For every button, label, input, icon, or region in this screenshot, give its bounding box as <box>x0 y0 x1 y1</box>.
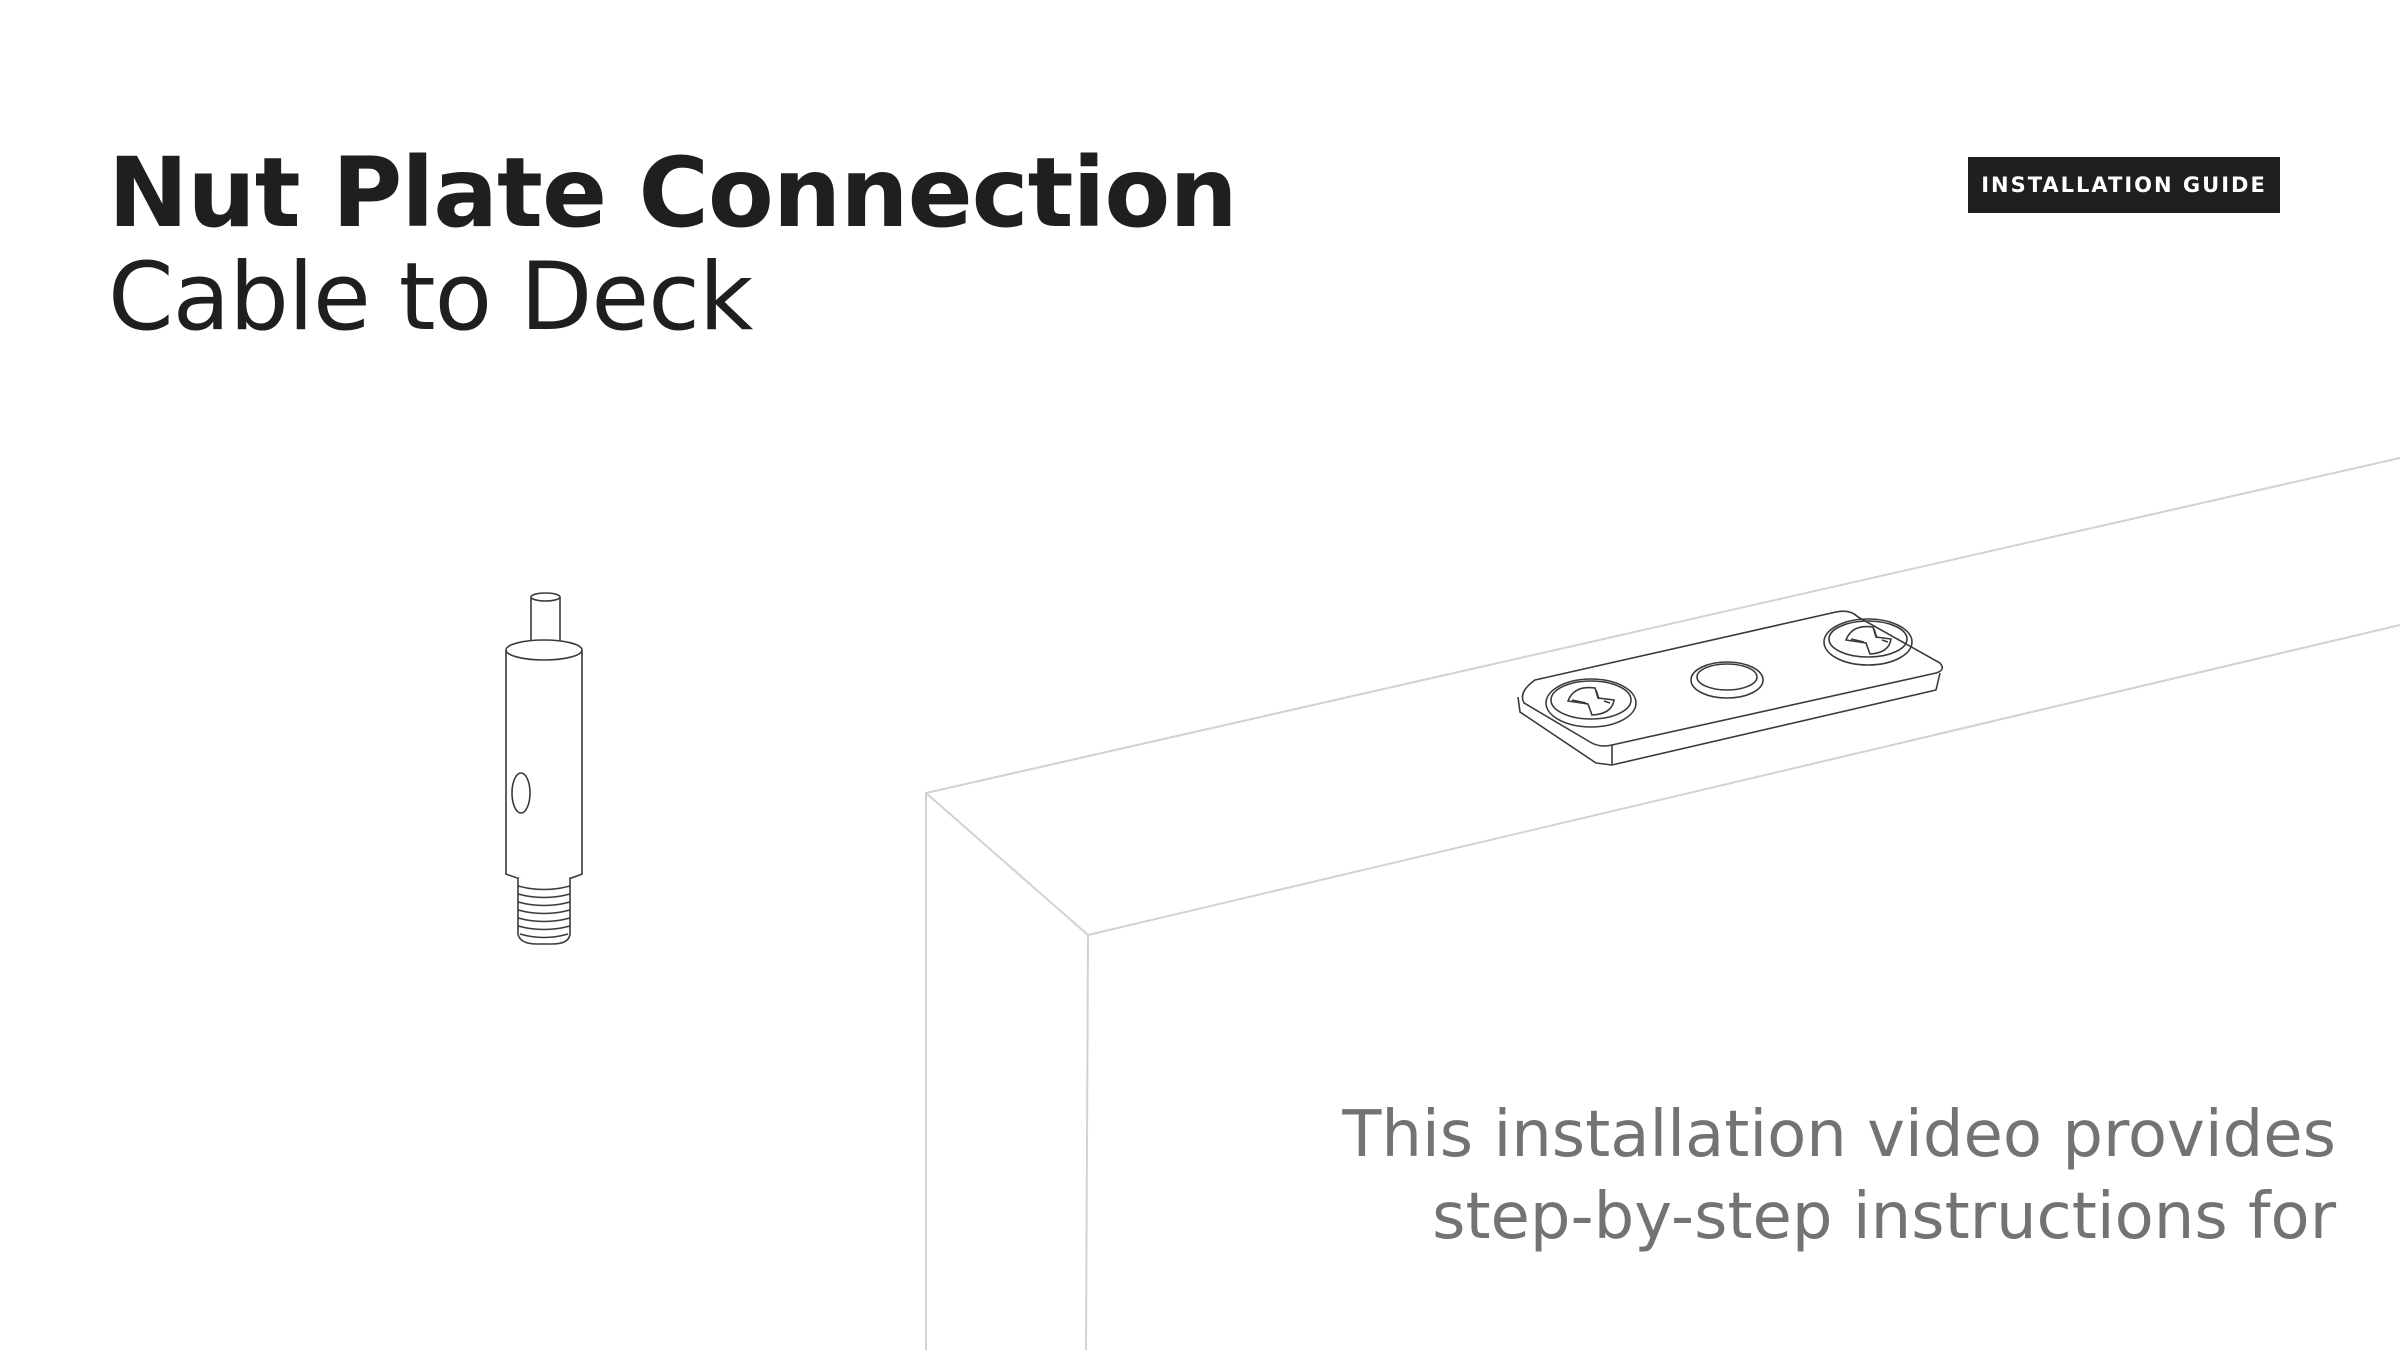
installation-guide-badge: INSTALLATION GUIDE <box>1968 157 2280 213</box>
page-title: Nut Plate Connection <box>108 137 1238 249</box>
caption-line-1: This installation video provides <box>1342 1098 2336 1172</box>
deck-board-icon <box>925 457 2400 1350</box>
title-block: Nut Plate Connection Cable to Deck <box>108 137 1238 352</box>
threaded-stud-icon <box>505 592 583 945</box>
page-subtitle: Cable to Deck <box>108 243 753 352</box>
nut-plate-icon <box>1517 610 1944 766</box>
caption: This installation video provides step-by… <box>1136 1094 2336 1258</box>
caption-line-2: step-by-step instructions for <box>1432 1180 2336 1254</box>
